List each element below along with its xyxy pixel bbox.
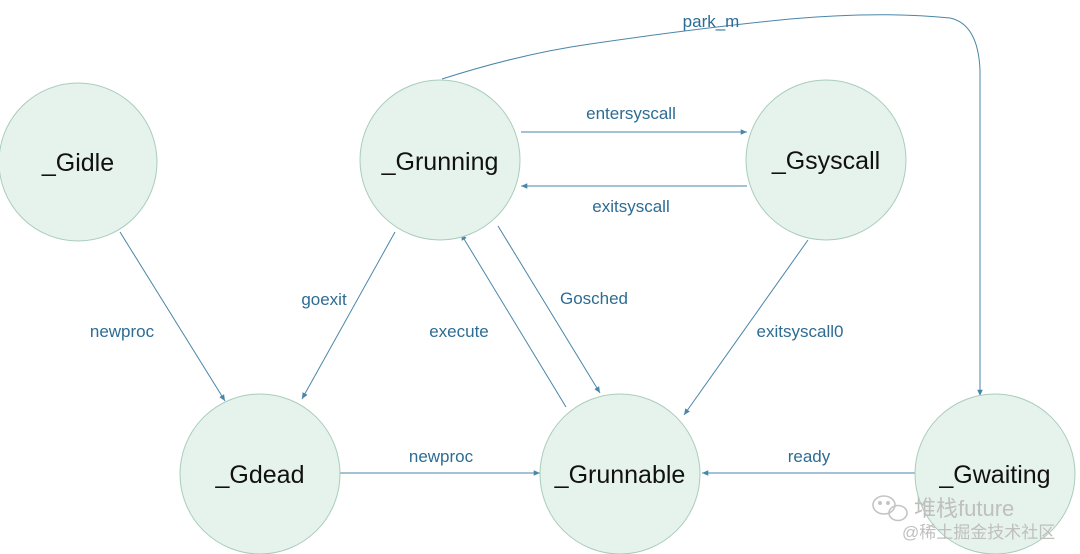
edge-execute	[460, 233, 567, 408]
label-newproc-dead: newproc	[409, 447, 474, 466]
edges	[119, 14, 983, 476]
state-grunning: _Grunning	[359, 79, 521, 241]
edge-gosched	[497, 225, 601, 394]
label-gosched: Gosched	[560, 289, 628, 308]
label-goexit: goexit	[301, 290, 347, 309]
watermark-title: 堆栈future	[914, 496, 1014, 521]
label-exitsyscall: exitsyscall	[592, 197, 669, 216]
label-ready: ready	[788, 447, 831, 466]
edge-labels: park_m entersyscall exitsyscall goexit G…	[90, 12, 844, 466]
state-label-gdead: _Gdead	[215, 461, 305, 489]
label-newproc-idle: newproc	[90, 322, 155, 341]
label-park-m: park_m	[683, 12, 740, 31]
label-entersyscall: entersyscall	[586, 104, 676, 123]
state-gidle: _Gidle	[0, 82, 158, 242]
wechat-icon	[872, 495, 908, 522]
label-execute: execute	[429, 322, 489, 341]
edge-park-m	[441, 14, 983, 396]
state-label-grunning: _Grunning	[381, 148, 499, 176]
watermark: 堆栈future @稀土掘金技术社区	[872, 495, 1055, 542]
edge-newproc-idle	[119, 231, 226, 402]
state-gwaiting: _Gwaiting	[914, 393, 1076, 554]
state-label-gwaiting: _Gwaiting	[938, 461, 1050, 489]
state-label-gidle: _Gidle	[41, 149, 114, 177]
label-exitsyscall0: exitsyscall0	[757, 322, 844, 341]
state-gsyscall: _Gsyscall	[745, 79, 907, 241]
state-label-grunnable: _Grunnable	[554, 461, 686, 489]
edge-exitsyscall0	[683, 239, 809, 416]
state-label-gsyscall: _Gsyscall	[771, 147, 880, 175]
state-grunnable: _Grunnable	[539, 393, 701, 554]
edge-goexit	[301, 231, 396, 400]
state-gdead: _Gdead	[179, 393, 341, 554]
watermark-subtitle: @稀土掘金技术社区	[902, 523, 1055, 542]
